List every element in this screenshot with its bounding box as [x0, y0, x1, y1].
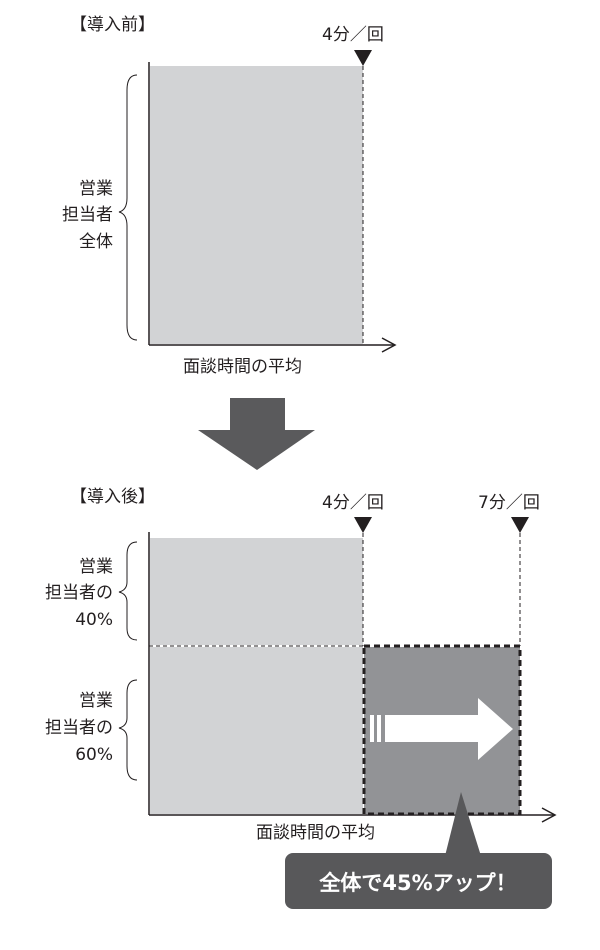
- before-marker-label: 4分／回: [322, 25, 384, 45]
- after-area-60: [150, 647, 363, 814]
- axis-arrow-icon: [541, 807, 557, 823]
- after-marker-2-label: 7分／回: [478, 493, 540, 513]
- after-area-40: [150, 538, 363, 645]
- before-title: 【導入前】: [70, 15, 155, 35]
- increase-area-border: [362, 644, 522, 816]
- before-area: [150, 66, 363, 344]
- axis-arrow-icon: [381, 337, 397, 353]
- right-arrow-icon: [370, 698, 513, 760]
- before-axis-label: 面談時間の平均: [183, 357, 302, 377]
- group-label-line: 担当者の: [45, 583, 113, 603]
- group-label-line: 全体: [79, 232, 113, 252]
- callout-pointer: [445, 792, 481, 856]
- brace-icon: [118, 541, 138, 641]
- group-label-line: 営業: [79, 179, 113, 199]
- brace-icon: [118, 74, 138, 341]
- group-label-line: 担当者の: [45, 718, 113, 738]
- group-label-line: 担当者: [62, 205, 113, 225]
- group-label-line: 営業: [79, 557, 113, 577]
- after-axis-label: 面談時間の平均: [256, 823, 375, 843]
- callout-text: 全体で45%アップ！: [318, 871, 516, 895]
- after-title: 【導入後】: [70, 487, 155, 507]
- callout-box: [285, 853, 552, 909]
- marker-triangle-icon: [354, 50, 372, 66]
- down-arrow-icon: [198, 398, 315, 470]
- brace-icon: [118, 679, 138, 781]
- group-label-line: 60%: [75, 745, 113, 765]
- group-label-line: 40%: [75, 610, 113, 630]
- marker-triangle-icon: [511, 517, 529, 533]
- marker-triangle-icon: [354, 517, 372, 533]
- after-marker-1-label: 4分／回: [322, 493, 384, 513]
- group-label-line: 営業: [79, 691, 113, 711]
